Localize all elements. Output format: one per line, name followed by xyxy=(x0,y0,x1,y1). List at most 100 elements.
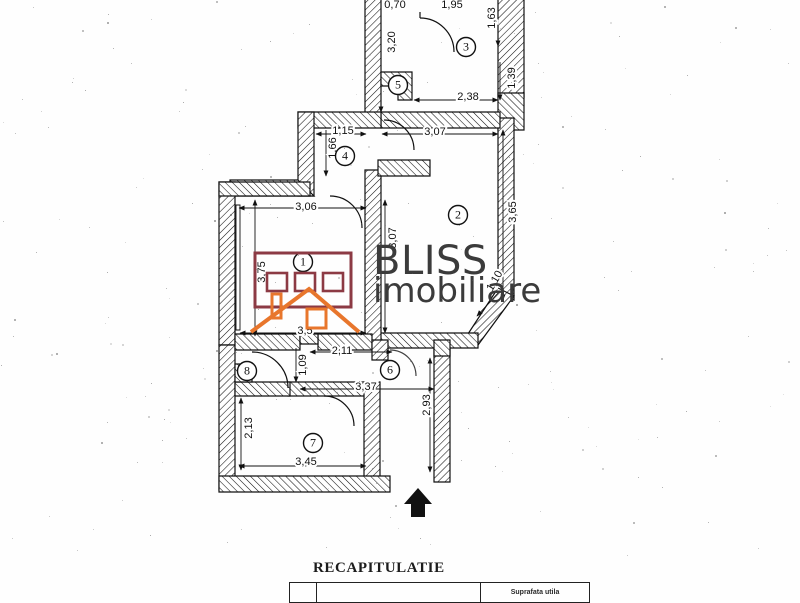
scan-speck xyxy=(725,249,727,251)
scan-speck xyxy=(512,453,513,454)
walls-group xyxy=(218,0,525,493)
scan-speck xyxy=(122,344,124,346)
scan-speck xyxy=(788,361,790,363)
scan-speck xyxy=(541,97,542,98)
door-swing-room6 xyxy=(389,349,417,377)
scan-speck xyxy=(270,176,272,178)
room-number-label: 1 xyxy=(300,254,306,268)
scan-speck xyxy=(59,219,60,220)
scan-speck xyxy=(236,352,237,353)
scan-speck xyxy=(596,446,597,447)
scan-speck xyxy=(657,437,658,438)
room-number-circle xyxy=(379,359,401,381)
scan-speck xyxy=(202,169,203,170)
scan-speck xyxy=(256,269,257,270)
scan-speck xyxy=(293,33,294,34)
dimension-label-halo: 0,70 xyxy=(384,0,405,11)
scan-speck xyxy=(361,223,362,224)
scan-speck xyxy=(192,203,193,204)
scan-speck xyxy=(151,383,152,384)
scan-speck xyxy=(473,236,474,237)
dimension-lines-group xyxy=(238,6,506,473)
scan-speck xyxy=(613,241,614,242)
scan-speck xyxy=(131,63,132,64)
scan-speck xyxy=(258,309,259,310)
scan-speck xyxy=(329,403,330,404)
scan-speck xyxy=(753,271,754,272)
scan-speck xyxy=(509,157,510,158)
scan-speck xyxy=(275,282,276,283)
room-number-circle xyxy=(447,204,469,226)
dimension-label: 3,45 xyxy=(295,456,316,468)
table-header-denumire xyxy=(316,583,482,603)
scan-speck xyxy=(543,72,544,73)
scan-speck xyxy=(551,382,552,383)
scan-speck xyxy=(427,82,428,83)
scan-speck xyxy=(719,159,720,160)
scan-speck xyxy=(108,14,109,15)
scan-speck xyxy=(48,127,49,128)
scan-speck xyxy=(582,449,584,451)
scan-speck xyxy=(562,126,564,128)
scan-speck xyxy=(724,212,726,214)
scan-speck xyxy=(420,538,421,539)
scan-speck xyxy=(344,148,345,149)
scan-speck xyxy=(708,522,709,523)
scan-speck xyxy=(495,466,496,467)
scan-speck xyxy=(14,319,16,321)
room-number-label: 5 xyxy=(395,77,401,91)
room-number-label: 4 xyxy=(342,148,348,162)
scan-speck xyxy=(461,412,462,413)
scan-speck xyxy=(550,371,551,372)
scan-speck xyxy=(337,392,338,393)
scan-speck xyxy=(305,373,306,374)
scan-speck xyxy=(638,477,639,478)
scan-speck xyxy=(661,358,663,360)
scan-speck xyxy=(51,354,53,356)
scan-speck xyxy=(748,336,749,337)
scan-speck xyxy=(276,399,277,400)
scan-speck xyxy=(777,203,778,204)
scan-speck xyxy=(502,471,503,472)
scan-speck xyxy=(311,196,312,197)
scan-speck xyxy=(241,49,242,50)
scan-speck xyxy=(383,91,384,92)
dimension-label-halo: 1,09 xyxy=(297,354,309,375)
door-swing-room7 xyxy=(323,395,355,427)
scan-speck xyxy=(143,178,144,179)
dimension-label-halo: 3,20 xyxy=(386,31,398,52)
scan-speck xyxy=(249,213,250,214)
scan-speck xyxy=(168,409,170,411)
scan-speck xyxy=(203,368,204,369)
scan-speck xyxy=(360,199,361,200)
scan-speck xyxy=(108,317,109,318)
scan-speck xyxy=(726,180,728,182)
dimension-label: 3,5 xyxy=(297,325,312,337)
scan-speck xyxy=(604,277,605,278)
scan-speck xyxy=(89,227,90,228)
scan-speck xyxy=(3,221,4,222)
scan-speck xyxy=(638,439,639,440)
scan-speck xyxy=(768,228,769,229)
scan-speck xyxy=(513,176,514,177)
scan-speck xyxy=(277,217,278,218)
scan-speck xyxy=(125,242,126,243)
scan-speck xyxy=(602,468,604,470)
scan-speck xyxy=(571,116,572,117)
scan-speck xyxy=(372,468,373,469)
scan-speck xyxy=(350,164,352,166)
scan-speck xyxy=(498,387,499,388)
door-swing-room3 xyxy=(419,17,455,53)
scan-speck xyxy=(290,385,291,386)
scan-speck xyxy=(376,483,377,484)
scan-speck xyxy=(622,170,623,171)
scan-speck xyxy=(110,343,112,345)
scan-speck xyxy=(640,156,641,157)
scan-speck xyxy=(553,389,554,390)
scan-speck xyxy=(378,414,379,415)
scan-speck xyxy=(384,358,385,359)
room-number-1: 1 xyxy=(292,251,314,273)
room-number-circle xyxy=(334,145,356,167)
